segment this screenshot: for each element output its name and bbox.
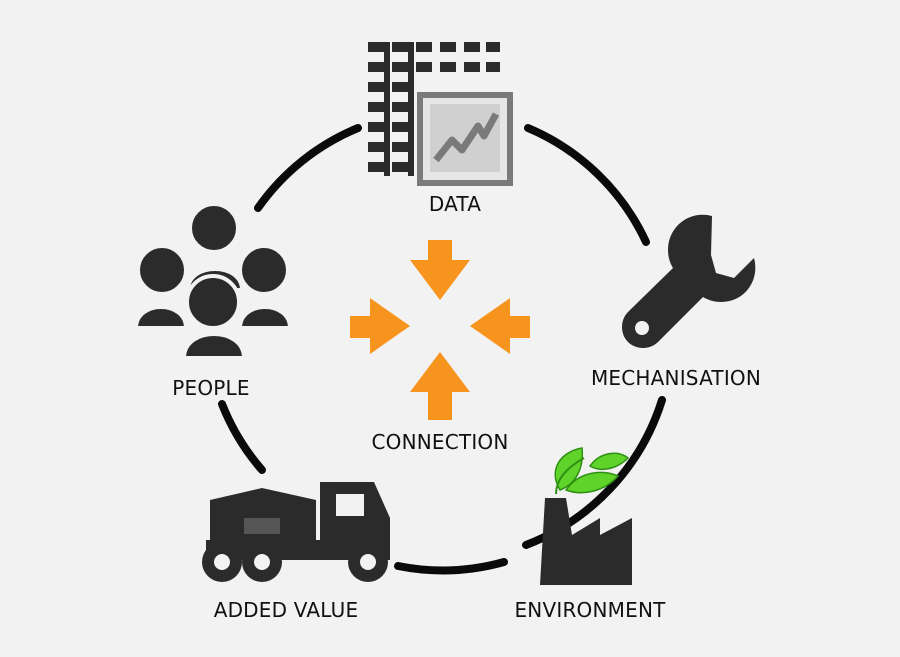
- people-group-icon: [133, 202, 293, 360]
- wrench-icon: [622, 214, 756, 348]
- factory-leaves-icon: [540, 447, 632, 585]
- ring-arc-data-to-mechanisation: [524, 124, 650, 246]
- people-label: PEOPLE: [172, 376, 250, 400]
- environment-label: ENVIRONMENT: [514, 598, 666, 622]
- ring-arc-environment-to-addedvalue: [394, 558, 508, 575]
- data-table-chart-icon: [368, 42, 513, 186]
- connection-label: CONNECTION: [371, 430, 509, 454]
- truck-icon: [202, 482, 390, 582]
- converging-arrows-icon: [350, 240, 530, 420]
- data-label: DATA: [428, 192, 482, 216]
- added-value-label: ADDED VALUE: [213, 598, 359, 622]
- ring-arc-people-to-data: [254, 124, 362, 212]
- mechanisation-label: MECHANISATION: [590, 366, 762, 390]
- ring-arc-addedvalue-to-people: [218, 400, 266, 474]
